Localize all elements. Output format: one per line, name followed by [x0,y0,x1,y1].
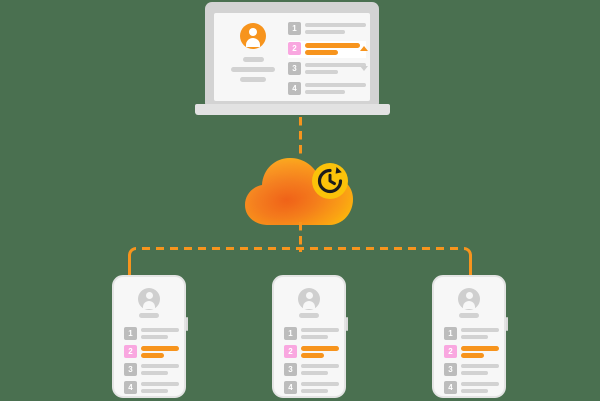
restore-clock-icon [312,163,348,199]
phone-row[interactable]: 2 [284,345,340,360]
phone-device-left: 1 2 3 4 [112,275,188,399]
row-text-bar [461,328,499,332]
row-number-badge: 1 [288,22,301,35]
row-text-bar [141,353,164,358]
row-text-bar [141,382,179,386]
phone-row[interactable]: 3 [444,363,500,378]
row-text-bar [141,346,179,351]
row-number-badge: 2 [288,42,301,55]
row-number-badge: 4 [124,381,137,394]
laptop-row-list: 1 2 3 4 [288,21,368,101]
row-text-bar [305,43,360,48]
row-number-badge: 2 [124,345,137,358]
row-number-badge: 2 [444,345,457,358]
row-text-bar [141,335,168,339]
row-text-bar [461,382,499,386]
phone-row[interactable]: 2 [124,345,180,360]
row-number-badge: 4 [284,381,297,394]
profile-line [139,313,159,318]
row-text-bar [301,371,328,375]
row-text-bar [301,382,339,386]
phone-row[interactable]: 3 [124,363,180,378]
phone-row[interactable]: 4 [124,381,180,396]
laptop-profile-panel [230,23,276,82]
phone-row[interactable]: 2 [444,345,500,360]
connector-branch-bus-line [128,247,472,275]
row-number-badge: 3 [444,363,457,376]
row-text-bar [305,63,366,67]
row-text-bar [141,389,168,393]
row-text-bar [141,371,168,375]
laptop-row[interactable]: 3 [288,61,368,78]
laptop-row[interactable]: 2 [288,41,368,58]
profile-line [242,57,264,62]
user-avatar-icon [298,288,320,310]
row-text-bar [301,346,339,351]
user-avatar-icon [138,288,160,310]
row-text-bar [461,335,488,339]
row-number-badge: 1 [124,327,137,340]
profile-line [240,77,266,82]
row-text-bar [305,70,338,74]
row-text-bar [301,328,339,332]
row-text-bar [301,389,328,393]
phone-row[interactable]: 4 [444,381,500,396]
phone-row[interactable]: 1 [124,327,180,342]
connector-laptop-to-cloud [299,117,302,159]
caret-down-icon[interactable] [360,66,368,71]
connector-cloud-to-bus [299,222,302,252]
row-text-bar [301,335,328,339]
phone-row-list: 1 2 3 4 [124,327,180,399]
user-avatar-icon [240,23,266,49]
user-avatar-icon [458,288,480,310]
row-number-badge: 3 [124,363,137,376]
row-number-badge: 3 [284,363,297,376]
row-number-badge: 1 [284,327,297,340]
connector-branch-bus [128,247,472,275]
row-number-badge: 3 [288,62,301,75]
row-number-badge: 1 [444,327,457,340]
row-text-bar [461,353,484,358]
row-number-badge: 2 [284,345,297,358]
cloud-icon [245,158,353,225]
row-text-bar [305,23,366,27]
profile-line [459,313,479,318]
row-text-bar [141,364,179,368]
phone-device-right: 1 2 3 4 [432,275,508,399]
phone-row[interactable]: 1 [284,327,340,342]
row-text-bar [305,90,345,94]
phone-row[interactable]: 3 [284,363,340,378]
row-text-bar [141,328,179,332]
row-text-bar [461,371,488,375]
phone-row-list: 1 2 3 4 [284,327,340,399]
row-text-bar [301,353,324,358]
row-text-bar [301,364,339,368]
laptop-row[interactable]: 4 [288,81,366,98]
laptop-base [195,104,390,115]
laptop-row[interactable]: 1 [288,21,366,38]
profile-line [231,67,275,72]
row-number-badge: 4 [288,82,301,95]
row-text-bar [305,30,345,34]
phone-row[interactable]: 1 [444,327,500,342]
phone-row-list: 1 2 3 4 [444,327,500,399]
cloud-storage [243,155,357,230]
caret-up-icon[interactable] [360,46,368,51]
row-text-bar [461,346,499,351]
row-number-badge: 4 [444,381,457,394]
laptop-bezel: 1 2 3 4 [205,2,379,105]
row-text-bar [305,83,366,87]
profile-line [299,313,319,318]
row-text-bar [305,50,338,55]
row-text-bar [461,364,499,368]
phone-device-center: 1 2 3 4 [272,275,348,399]
laptop-screen: 1 2 3 4 [214,13,370,101]
row-text-bar [461,389,488,393]
laptop-device: 1 2 3 4 [195,0,390,125]
phone-row[interactable]: 4 [284,381,340,396]
